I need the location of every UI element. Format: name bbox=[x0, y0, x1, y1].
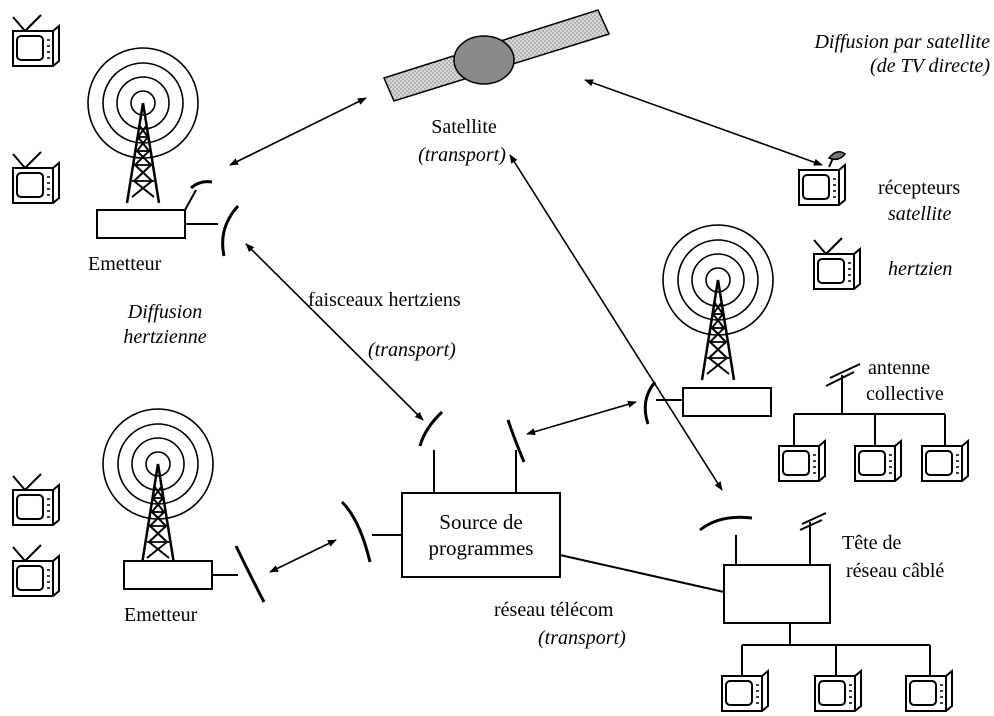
receivers-label: récepteurs bbox=[878, 177, 961, 199]
programme-source-icon bbox=[340, 410, 561, 578]
link-satellite-receivers bbox=[584, 79, 823, 166]
transmitter-bottom-label: Emetteur bbox=[124, 604, 198, 626]
collective-antenna-icon bbox=[793, 363, 946, 446]
terrestrial-broadcast-label: Diffusion bbox=[127, 301, 203, 323]
satellite-icon bbox=[382, 9, 611, 102]
link-satellite-headend bbox=[509, 154, 723, 491]
satellite-broadcast-sub-label: (de TV directe) bbox=[870, 55, 990, 77]
link-satellite-transmitter bbox=[229, 97, 367, 166]
collective-antenna-sub-label: collective bbox=[866, 383, 944, 405]
link-radio-relay bbox=[245, 243, 424, 421]
transmitter-right-icon bbox=[643, 223, 775, 425]
telecom-network-transport-label: (transport) bbox=[538, 627, 626, 649]
tv-set-icons bbox=[12, 14, 969, 712]
receivers-satellite-label: satellite bbox=[888, 203, 952, 225]
terrestrial-broadcast-sub-label: hertzienne bbox=[123, 326, 207, 348]
satellite-broadcast-label: Diffusion par satellite bbox=[814, 31, 990, 53]
link-source-bottom-transmitter bbox=[269, 539, 337, 573]
transport-links bbox=[229, 79, 823, 573]
satellite-transport-label: (transport) bbox=[418, 144, 506, 166]
collective-antenna-label: antenne bbox=[868, 357, 931, 379]
headend-label: Tête de bbox=[842, 532, 902, 554]
transmitter-top-label: Emetteur bbox=[88, 253, 162, 275]
transmitter-bottom-left-icon bbox=[101, 407, 266, 603]
satellite-label: Satellite bbox=[431, 116, 497, 138]
cable-headend-icon bbox=[559, 512, 931, 676]
telecom-network-label: réseau télécom bbox=[494, 599, 614, 621]
receivers-terrestrial-label: hertzien bbox=[888, 258, 953, 280]
transmitter-top-left-icon bbox=[86, 46, 240, 257]
source-label: Source de bbox=[439, 510, 523, 534]
headend-sub-label: réseau câblé bbox=[846, 560, 945, 582]
radio-relay-label: faisceaux hertziens bbox=[308, 289, 461, 311]
link-source-right-transmitter bbox=[526, 400, 637, 436]
radio-relay-transport-label: (transport) bbox=[368, 339, 456, 361]
source-sub-label: programmes bbox=[428, 536, 534, 560]
